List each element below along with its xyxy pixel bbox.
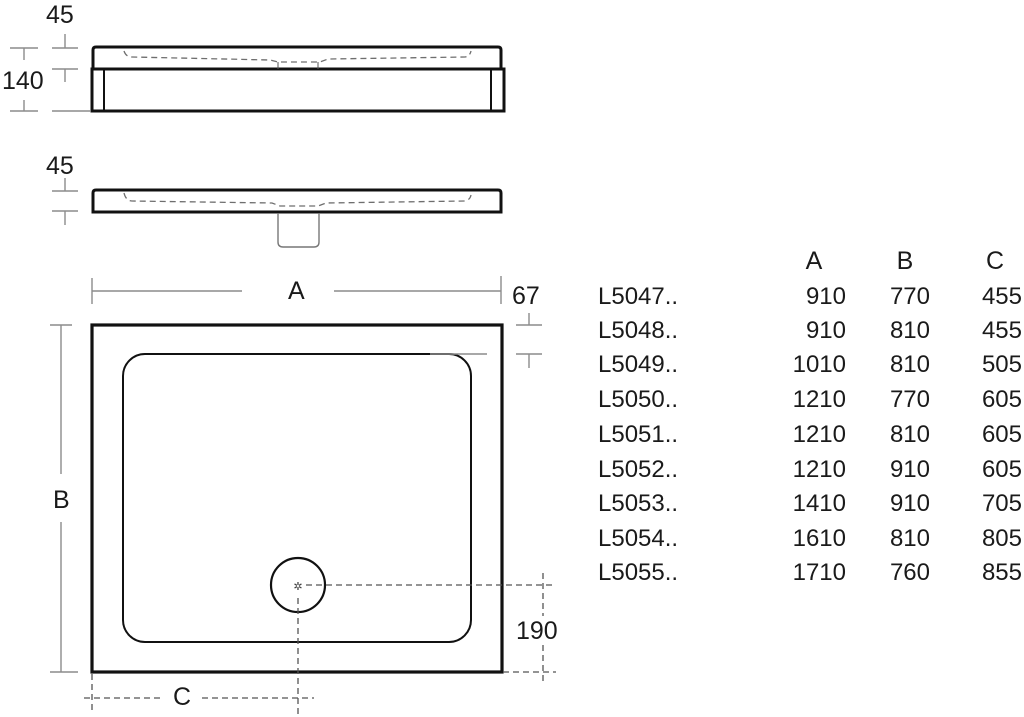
dim-label-rim-height-top: 45 (46, 1, 74, 29)
value-a: 1410 (792, 490, 846, 517)
value-a: 1710 (792, 559, 846, 586)
value-a: 1210 (792, 421, 846, 448)
dim-label-b: B (53, 486, 70, 514)
value-c: 855 (981, 559, 1022, 586)
dim-label-edge-margin: 67 (512, 282, 540, 310)
product-code: L5054.. (598, 525, 679, 552)
svg-text:✲: ✲ (293, 581, 302, 593)
value-a: 1210 (792, 456, 846, 483)
value-a: 1210 (792, 386, 846, 413)
value-a: 910 (805, 283, 846, 310)
value-b: 770 (889, 386, 930, 413)
value-c: 605 (981, 421, 1022, 448)
side-view-slim (52, 178, 503, 248)
value-c: 455 (981, 317, 1022, 344)
value-a: 910 (805, 317, 846, 344)
value-c: 605 (981, 456, 1022, 483)
table-row: L5047.. 910 770 455 (598, 283, 1024, 317)
dim-label-rim-height-slim: 45 (46, 152, 74, 180)
value-c: 805 (981, 525, 1022, 552)
value-c: 505 (981, 351, 1022, 378)
product-code: L5055.. (598, 559, 679, 586)
product-code: L5051.. (598, 421, 679, 448)
plan-view: ✲ (50, 276, 556, 716)
table-row: L5049.. 1010 810 505 (598, 351, 1024, 385)
table-row: L5050.. 1210 770 605 (598, 386, 1024, 420)
product-code: L5050.. (598, 386, 679, 413)
table-row: L5051.. 1210 810 605 (598, 421, 1024, 455)
value-b: 910 (889, 456, 930, 483)
value-a: 1610 (792, 525, 846, 552)
table-header: A B C (598, 247, 1024, 281)
value-b: 770 (889, 283, 930, 310)
table-row: L5052.. 1210 910 605 (598, 456, 1024, 490)
value-b: 760 (889, 559, 930, 586)
dim-label-waste-from-edge: 190 (516, 617, 558, 645)
value-b: 810 (889, 525, 930, 552)
value-c: 455 (981, 283, 1022, 310)
product-code: L5052.. (598, 456, 679, 483)
dim-label-a: A (288, 277, 305, 305)
column-header-c: C (985, 247, 1005, 275)
side-view-with-riser (10, 34, 506, 113)
product-code: L5048.. (598, 317, 679, 344)
value-c: 605 (981, 386, 1022, 413)
value-b: 910 (889, 490, 930, 517)
table-row: L5048.. 910 810 455 (598, 317, 1024, 351)
dim-label-total-height: 140 (2, 67, 44, 95)
column-header-a: A (805, 247, 823, 275)
table-row: L5054.. 1610 810 805 (598, 525, 1024, 559)
value-b: 810 (889, 317, 930, 344)
dim-label-c: C (173, 683, 192, 711)
table-row: L5053.. 1410 910 705 (598, 490, 1024, 524)
value-b: 810 (889, 351, 930, 378)
product-code: L5049.. (598, 351, 679, 378)
column-header-b: B (896, 247, 914, 275)
product-code: L5047.. (598, 283, 679, 310)
value-a: 1010 (792, 351, 846, 378)
product-code: L5053.. (598, 490, 679, 517)
value-c: 705 (981, 490, 1022, 517)
value-b: 810 (889, 421, 930, 448)
table-row: L5055.. 1710 760 855 (598, 559, 1024, 593)
